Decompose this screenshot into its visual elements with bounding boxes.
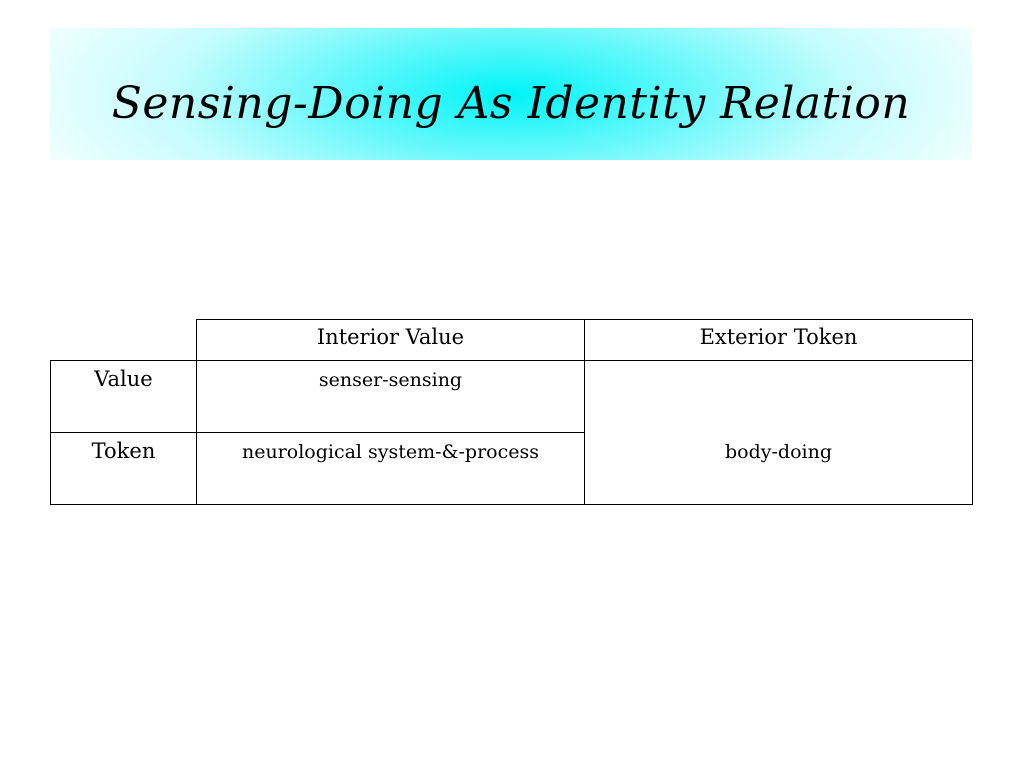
column-header-exterior-token: Exterior Token xyxy=(699,325,858,349)
slide-title: Sensing-Doing As Identity Relation xyxy=(111,78,911,129)
cell-senser-sensing: senser-sensing xyxy=(318,369,463,391)
title-banner: Sensing-Doing As Identity Relation xyxy=(50,28,972,160)
row-header-cell-token xyxy=(50,432,197,505)
body-cell-neurological xyxy=(196,432,585,505)
body-cell-senser-sensing xyxy=(196,360,585,433)
cell-body-doing: body-doing xyxy=(725,441,832,463)
row-header-value: Value xyxy=(94,367,153,391)
row-header-token: Token xyxy=(91,439,156,463)
row-header-cell-value xyxy=(50,360,197,433)
column-header-interior-value: Interior Value xyxy=(316,325,465,349)
cell-neurological-system-process: neurological system-&-process xyxy=(241,441,540,463)
merged-cell-exterior xyxy=(584,360,973,505)
